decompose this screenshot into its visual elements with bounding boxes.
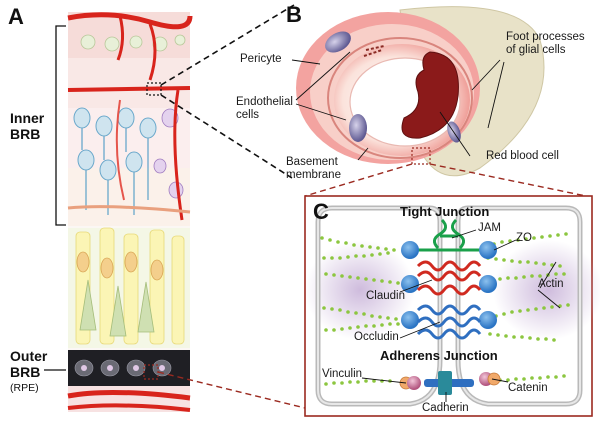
rpe-label: (RPE) [10, 382, 39, 394]
tight-junction-heading: Tight Junction [400, 204, 490, 219]
panel-label-c: C [313, 199, 329, 224]
foot-processes-label: Foot processes of glial cells [506, 31, 585, 57]
inner-brb-line2: BRB [10, 126, 41, 142]
cadherin-label: Cadherin [422, 402, 469, 414]
zoom-line-c-left [304, 163, 413, 197]
zoom-line-rpe [157, 371, 306, 409]
inner-brb-label: Inner BRB [10, 110, 44, 142]
outer-brb-line2: BRB [10, 364, 41, 380]
inner-brb-bracket [55, 25, 66, 226]
actin-label: Actin [538, 278, 564, 290]
endothelial-line2: cells [236, 109, 260, 121]
outer-brb-label: Outer BRB [10, 348, 47, 380]
jam-label: JAM [478, 222, 501, 234]
endothelial-label: Endothelial cells [236, 96, 293, 122]
zo-label: ZO [516, 232, 532, 244]
endothelial-line1: Endothelial [236, 96, 293, 108]
claudin-label: Claudin [366, 290, 405, 302]
pericyte-label: Pericyte [240, 53, 282, 65]
zoom-line-top [160, 4, 295, 86]
panel-c-pointers [361, 229, 561, 402]
zoom-line-bottom [160, 94, 293, 179]
retina-column [67, 12, 193, 412]
foot-processes-line1: Foot processes [506, 31, 585, 43]
occludin-label: Occludin [354, 331, 399, 343]
panel-b-pointers [291, 51, 505, 161]
foot-processes-line2: of glial cells [506, 44, 566, 56]
basement-line2: membrane [286, 169, 341, 181]
basement-line1: Basement [286, 156, 338, 168]
junction-panel [304, 195, 600, 417]
red-blood-cell-label: Red blood cell [486, 150, 559, 162]
zoom-line-c-top [429, 163, 587, 197]
catenin-label: Catenin [508, 382, 548, 394]
capillary-cross-section [296, 6, 545, 177]
adherens-junction-heading: Adherens Junction [380, 348, 498, 363]
panel-label-b: B [286, 2, 302, 27]
inner-brb-line1: Inner [10, 110, 45, 126]
outer-brb-line1: Outer [10, 348, 48, 364]
basement-label: Basement membrane [286, 156, 341, 182]
panel-label-a: A [8, 4, 24, 29]
vinculin-label: Vinculin [322, 368, 363, 380]
